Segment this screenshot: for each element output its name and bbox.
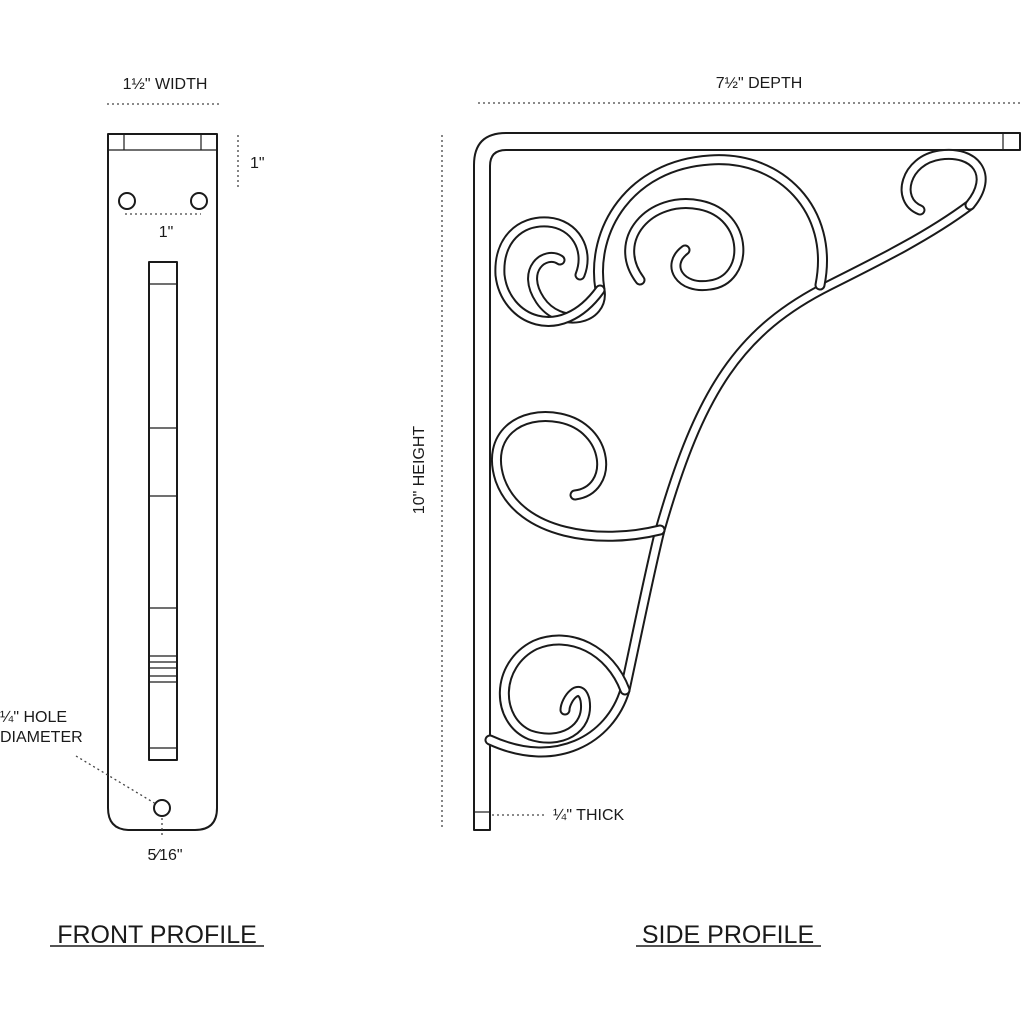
front-profile: 1½" WIDTH 1" 1": [0, 76, 265, 949]
side-scroll-middle: [490, 411, 666, 542]
front-width-label: 1½" WIDTH: [123, 76, 208, 93]
side-profile: 7½" DEPTH 10" HEIGHT ¼" THICK: [411, 75, 1022, 949]
side-scrollwork: [484, 148, 987, 758]
front-mounting-hole-right: [190, 192, 208, 210]
front-hole-spacing-label: 1": [159, 224, 174, 241]
front-bottom-hole: [153, 799, 171, 817]
side-bracket-frame: [473, 132, 1021, 831]
side-depth-label: 7½" DEPTH: [716, 75, 803, 92]
front-mounting-hole-left: [118, 192, 136, 210]
front-hole-label-line2: DIAMETER: [0, 729, 83, 746]
front-hole-label-line1: ¼" HOLE: [0, 709, 67, 726]
side-thickness-label: ¼" THICK: [553, 807, 625, 824]
front-bar-outline: [107, 133, 218, 831]
side-profile-title: SIDE PROFILE: [642, 921, 814, 949]
side-diagonal-brace: [484, 199, 976, 758]
front-hole-leader-line: [75, 755, 157, 805]
side-height-label: 10" HEIGHT: [411, 426, 428, 515]
front-profile-title: FRONT PROFILE: [57, 921, 257, 949]
front-top-offset-label: 1": [250, 155, 265, 172]
front-center-slot: [148, 261, 178, 761]
front-bottom-offset-label: 5⁄16": [147, 847, 182, 864]
